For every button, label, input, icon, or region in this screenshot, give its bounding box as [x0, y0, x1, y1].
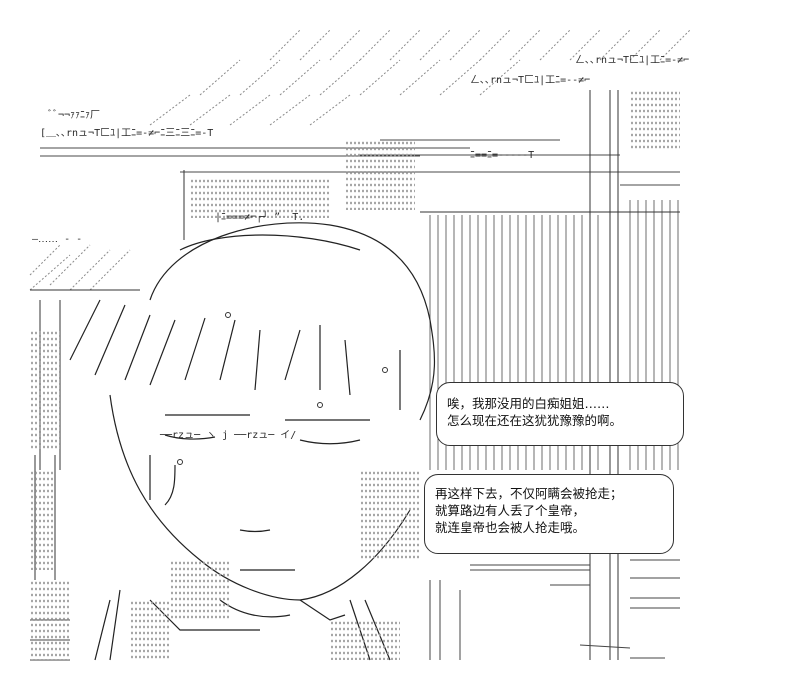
roof-text: ㄥ､､rnュ¬T匚ﾕ|工ﾆ=-≠⌐ — [575, 55, 690, 66]
mouth-text: ──rzュ─ ヽ j ──rzュ─ イ/ — [160, 430, 297, 441]
left-text: ―‥‥‥ ‐ ‐ — [32, 234, 83, 245]
bubble-top-line-2: 怎么现在还在这犹犹豫豫的啊。 — [447, 413, 623, 428]
dot-texture — [360, 470, 420, 560]
dot-texture — [345, 140, 415, 210]
dot-texture — [330, 620, 400, 660]
roof-text: ﾆ==ﾆ=-----T — [470, 150, 535, 161]
bubble-top-line-1: 唉，我那没用的白痴姐姐…… — [447, 396, 610, 411]
dot-texture — [630, 90, 680, 150]
roof-text: [＿､､rnュ¬T匚ﾕ|工ﾆ=-≠⌐ﾆ三ﾆ三ﾆ=-T — [40, 128, 214, 139]
roof-text: |ﾆ===≠⌐┌┘ ” T. — [215, 212, 305, 223]
bubble-bottom-line-3: 就连皇帝也会被人抢走哦。 — [435, 520, 586, 535]
dot-texture — [30, 470, 55, 570]
speech-bubble-top: 唉，我那没用的白痴姐姐…… 怎么现在还在这犹犹豫豫的啊。 — [436, 382, 684, 446]
bubble-bottom-line-2: 就算路边有人丢了个皇帝， — [435, 503, 586, 518]
dot-texture — [130, 600, 170, 660]
speech-bubble-bottom: 再这样下去，不仅阿瞒会被抢走； 就算路边有人丢了个皇帝， 就连皇帝也会被人抢走哦… — [424, 474, 674, 554]
roof-text: ﾞﾞ¬¬ｧｧﾆｧ厂 — [48, 110, 101, 121]
dot-texture — [170, 560, 230, 620]
dot-texture — [30, 580, 70, 660]
dot-texture — [30, 330, 60, 450]
dot-texture — [190, 178, 330, 218]
bubble-bottom-line-1: 再这样下去，不仅阿瞒会被抢走； — [435, 486, 623, 501]
roof-text: ㄥ､､rnュ¬T匚ﾕ|工ﾆ=--≠⌐ — [470, 75, 591, 86]
